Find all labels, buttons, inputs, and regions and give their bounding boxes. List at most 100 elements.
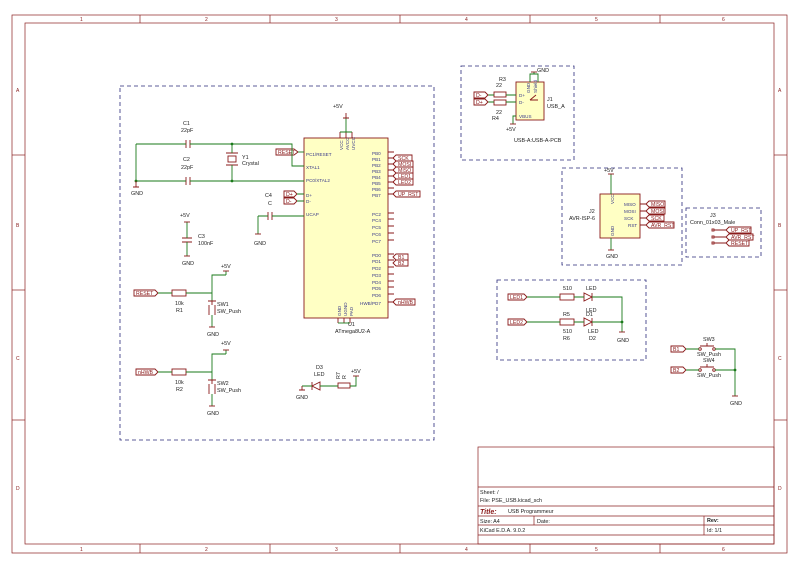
svg-text:D3: D3 <box>316 365 323 371</box>
led-d1[interactable]: LED LED <box>583 286 597 314</box>
resistor-r6[interactable]: 510 R6 <box>559 318 575 342</box>
capacitor-c3[interactable]: +5V C3 100nF GND <box>180 213 214 267</box>
tb-date: Date: <box>537 519 550 525</box>
tb-sheet: Sheet: / <box>480 490 499 496</box>
net-label-b2-mcu[interactable]: B2 <box>392 259 409 267</box>
svg-text:R7: R7 <box>336 372 342 379</box>
switch-sw3[interactable]: SW3 SW_Push <box>697 337 721 358</box>
svg-text:XTAL1: XTAL1 <box>306 165 320 170</box>
inner-frame <box>24 22 775 545</box>
net-label-reset-mcu[interactable]: RESET <box>275 148 299 156</box>
svg-text:J2: J2 <box>589 209 595 215</box>
svg-text:D1: D1 <box>586 312 593 318</box>
tb-id: Id: 1/1 <box>707 528 722 534</box>
svg-text:D+: D+ <box>306 193 312 198</box>
svg-text:LED2: LED2 <box>510 320 523 326</box>
header-j3[interactable]: J3 Conn_01x03_Male <box>690 213 735 245</box>
net-label-reset-left[interactable]: RESET <box>133 289 159 297</box>
resistor-r7[interactable]: R7 R <box>336 372 351 389</box>
svg-text:GND: GND <box>617 338 629 344</box>
isp-connector-j2[interactable]: MISO MOSI SCK RST VCC GND J2 AVR-ISP-6 <box>569 193 646 239</box>
svg-text:D-: D- <box>476 93 482 99</box>
crystal-y1[interactable]: Y1 Crystal <box>226 152 259 167</box>
resistor-r4[interactable]: 22 R4 <box>492 99 507 122</box>
net-label-dminus[interactable]: D- <box>283 197 298 205</box>
net-label-isp-sck[interactable]: SCK <box>645 214 665 222</box>
usb-connector-j1[interactable]: D+ D- VBUS GND Shield J1 USB_A USB-A:USB… <box>514 80 565 144</box>
svg-text:+5V: +5V <box>506 127 516 133</box>
svg-text:UCAP: UCAP <box>306 212 319 217</box>
net-label-b2-right[interactable]: B2 <box>670 366 687 374</box>
net-label-led2-left[interactable]: LED2 <box>507 318 528 326</box>
svg-text:LED1: LED1 <box>398 174 411 180</box>
svg-text:10k: 10k <box>175 380 184 386</box>
svg-text:5: 5 <box>595 547 598 553</box>
svg-text:6: 6 <box>722 547 725 553</box>
net-label-isp-mosi[interactable]: MOSI <box>645 207 666 215</box>
svg-text:22: 22 <box>496 110 502 116</box>
svg-text:PB2: PB2 <box>372 163 381 168</box>
usb-gnd: GND <box>529 68 549 82</box>
col-label-5: 5 <box>595 17 598 23</box>
svg-text:PB4: PB4 <box>372 175 381 180</box>
svg-text:PC1/RESET: PC1/RESET <box>306 152 332 157</box>
net-label-isp-avr-rst[interactable]: AVR_RST <box>645 221 675 229</box>
svg-text:RST: RST <box>628 223 637 228</box>
col-label-4: 4 <box>465 17 468 23</box>
svg-text:PD4: PD4 <box>372 280 381 285</box>
svg-text:22: 22 <box>496 83 502 89</box>
svg-text:PC7: PC7 <box>372 239 381 244</box>
net-label-up-rst[interactable]: UP_RST <box>392 190 421 198</box>
svg-text:SW_Push: SW_Push <box>217 388 241 394</box>
net-label-b1-right[interactable]: B1 <box>670 345 687 353</box>
svg-text:Y1: Y1 <box>242 155 249 161</box>
switch-sw4[interactable]: SW4 SW_Push <box>697 358 721 379</box>
svg-text:+5V: +5V <box>221 264 231 270</box>
resistor-r1[interactable]: 10k R1 <box>171 289 187 314</box>
svg-text:GND: GND <box>337 305 342 316</box>
svg-text:LED1: LED1 <box>510 295 523 301</box>
resistor-r3[interactable]: R3 22 <box>493 77 507 98</box>
svg-text:C3: C3 <box>198 234 205 240</box>
net-label-isp-miso[interactable]: MISO <box>645 200 666 208</box>
svg-text:C: C <box>778 356 782 362</box>
svg-text:J1: J1 <box>547 97 553 103</box>
resistor-r5[interactable]: 510 R5 <box>559 286 575 318</box>
svg-text:+5V: +5V <box>180 213 190 219</box>
svg-text:+5V: +5V <box>604 168 614 174</box>
net-label-j3-up-rst[interactable]: UP_RST <box>725 226 752 234</box>
switch-sw2[interactable]: SW2 SW_Push <box>208 379 241 394</box>
svg-text:MOSI: MOSI <box>398 162 411 168</box>
svg-text:SW_Push: SW_Push <box>217 309 241 315</box>
mcu-ref: U1 <box>348 322 355 328</box>
resistor-r2[interactable]: 10k R2 <box>171 368 187 393</box>
svg-text:PB3: PB3 <box>372 169 381 174</box>
mcu-u1[interactable]: PC1/RESET XTAL1 PC0/XTAL2 D+ D- UCAP PB0… <box>303 132 394 323</box>
net-label-usb-dminus[interactable]: D- <box>473 91 489 99</box>
net-label-led2[interactable]: LED2 <box>392 178 414 186</box>
svg-text:R5: R5 <box>563 312 570 318</box>
net-label-led1-left[interactable]: LED1 <box>507 293 528 301</box>
svg-text:PB7: PB7 <box>372 193 381 198</box>
svg-text:22pF: 22pF <box>181 165 194 171</box>
net-label-dplus[interactable]: D+ <box>283 190 298 198</box>
svg-text:AVR_RST: AVR_RST <box>731 235 755 241</box>
led-d2[interactable]: D1 LED D2 <box>583 312 599 342</box>
svg-text:RESET: RESET <box>278 150 296 156</box>
net-label-j3-reset[interactable]: RESET <box>725 239 750 247</box>
svg-text:SW4: SW4 <box>703 358 715 364</box>
reset-circuit-wires <box>158 271 227 327</box>
switch-sw1[interactable]: SW1 SW_Push <box>208 300 241 315</box>
svg-text:HWB/PD7: HWB/PD7 <box>360 301 381 306</box>
svg-text:PD3: PD3 <box>372 273 381 278</box>
svg-text:GND: GND <box>296 395 308 401</box>
net-label-hwb-mcu[interactable]: nHWB <box>392 298 416 306</box>
net-label-usb-dplus[interactable]: D+ <box>473 98 489 106</box>
svg-text:Shield: Shield <box>533 80 538 93</box>
svg-text:GND: GND <box>606 254 618 260</box>
row-label-d: D <box>16 486 20 492</box>
net-label-hwb-left[interactable]: nHWB <box>135 368 159 376</box>
svg-text:10k: 10k <box>175 301 184 307</box>
svg-text:Crystal: Crystal <box>242 161 259 167</box>
